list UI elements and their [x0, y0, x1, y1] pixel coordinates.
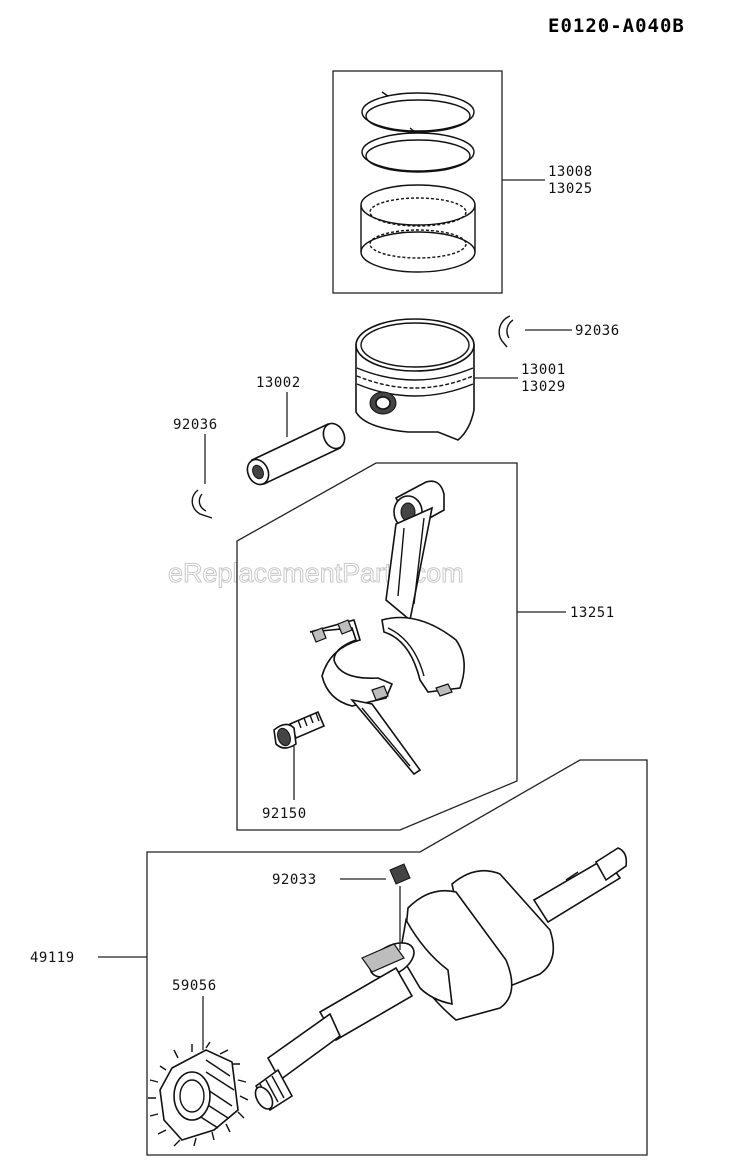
label-crank-gear: 59056 — [172, 978, 217, 994]
connecting-rod-drawing — [309, 480, 465, 776]
label-piston-pin: 13002 — [256, 375, 301, 391]
label-rod-bolt: 92150 — [262, 806, 307, 822]
key-icon — [389, 863, 411, 885]
piston-pin-group: 13002 — [246, 375, 346, 486]
label-key: 92033 — [272, 872, 317, 888]
connecting-rod-group: 13251 — [236, 462, 615, 831]
label-piston-ring-a: 13008 — [548, 164, 593, 180]
crankshaft-assembly-box — [146, 759, 648, 1156]
label-circlip-left: 92036 — [173, 417, 218, 433]
circlip-left-group: 92036 — [173, 417, 218, 519]
piston-group: 13001 13029 — [355, 318, 566, 441]
label-piston-ring-b: 13025 — [548, 181, 593, 197]
crank-gear-drawing — [148, 1041, 249, 1147]
rod-bolt-drawing — [273, 710, 326, 749]
crank-gear-group: 59056 — [148, 978, 249, 1147]
connecting-rod-box — [236, 462, 518, 831]
rod-bolt-group: 92150 — [262, 710, 326, 822]
label-piston-a: 13001 — [521, 362, 566, 378]
circlip-right-group: 92036 — [498, 315, 620, 348]
piston-ring-set-group: 13008 13025 — [332, 70, 593, 294]
circlip-right-icon — [498, 315, 511, 348]
label-piston-b: 13029 — [521, 379, 566, 395]
crankshaft-drawing — [254, 847, 628, 1112]
piston-drawing — [355, 318, 475, 441]
label-connecting-rod: 13251 — [570, 605, 615, 621]
label-circlip-right: 92036 — [575, 323, 620, 339]
piston-pin-drawing — [246, 422, 346, 486]
piston-ring-set-box — [332, 70, 503, 294]
crankshaft-assembly-group: 92033 49119 — [30, 759, 648, 1156]
diagram-code: E0120-A040B — [548, 15, 685, 37]
circlip-left-icon — [191, 489, 213, 519]
piston-rings-drawing — [360, 91, 476, 273]
label-crankshaft-assembly: 49119 — [30, 950, 75, 966]
